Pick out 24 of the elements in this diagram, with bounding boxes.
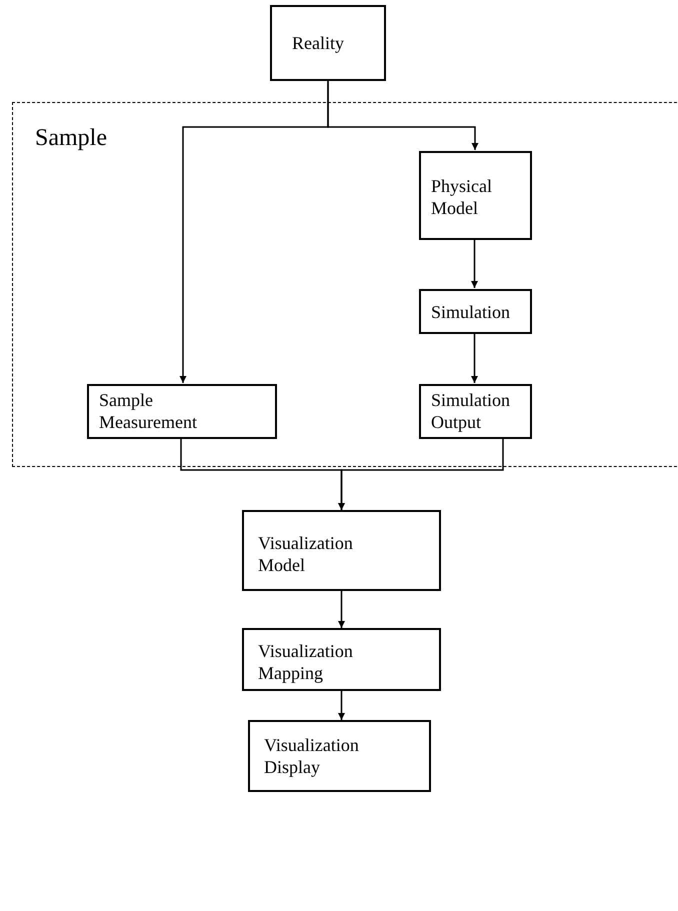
connector-arrow [338, 591, 345, 628]
connector-arrow [471, 333, 478, 383]
process-box [419, 384, 532, 439]
process-box [419, 289, 532, 334]
connector-arrow [180, 81, 329, 383]
process-box [270, 5, 386, 81]
box-label: Visualization Mapping [258, 640, 354, 684]
process-box [248, 720, 431, 792]
process-box [87, 384, 277, 439]
connector-arrow [338, 691, 345, 720]
box-label: Physical Model [431, 175, 493, 219]
box-label: Visualization Display [264, 734, 360, 778]
process-box [419, 151, 532, 240]
process-box [242, 628, 441, 691]
connector-arrow [471, 239, 478, 288]
connector-arrow [338, 438, 504, 510]
dashed-group-frame [12, 102, 678, 467]
box-label: Reality [292, 32, 345, 54]
box-label: Simulation Output [431, 389, 512, 433]
box-label: Visualization Model [258, 532, 354, 576]
box-label: Simulation [431, 301, 512, 323]
process-box [242, 510, 441, 591]
group-label: Sample [35, 125, 108, 151]
box-label: Sample Measurement [99, 389, 198, 433]
